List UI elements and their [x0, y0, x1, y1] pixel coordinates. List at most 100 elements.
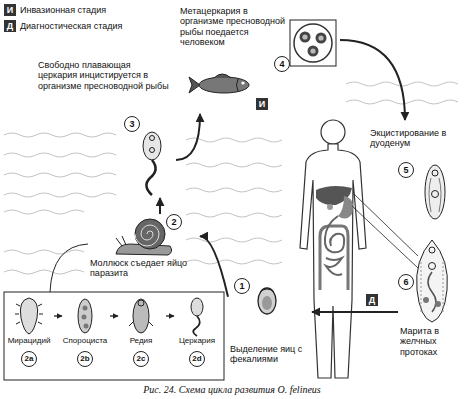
excysted-juvenile-part	[432, 191, 439, 198]
cycle-arrow	[159, 198, 161, 214]
water-waves-part	[4, 133, 116, 137]
stage-name: Церкария	[174, 336, 220, 345]
marita-part	[428, 272, 436, 312]
fish-part	[189, 77, 200, 93]
water-waves-part	[186, 238, 282, 242]
stage-number: 2b	[77, 351, 93, 367]
cercaria-part	[150, 148, 155, 153]
snail-callout-line	[50, 244, 88, 292]
cercaria-part	[143, 132, 161, 160]
cycle-arrow	[340, 40, 405, 120]
cercaria-part	[150, 136, 155, 141]
fish-part	[237, 79, 239, 91]
snail-part	[116, 236, 126, 246]
stage-name: Редия	[118, 336, 164, 345]
egg-part	[258, 288, 276, 314]
stage-description: Свободно плавающая церкария инцистируетс…	[38, 60, 172, 91]
legend-text: Инвазионная стадия	[20, 4, 106, 16]
snail	[116, 219, 172, 255]
snail-stages-inset	[4, 292, 224, 380]
inset-stage: Церкария 2d	[174, 296, 222, 376]
stage-number: 3	[124, 116, 140, 132]
water-waves-part	[4, 250, 84, 254]
water-waves-part	[4, 193, 116, 197]
stage-description: Выделение яиц с фекалиями	[230, 344, 310, 365]
snail-stages-inset-part	[20, 298, 37, 334]
human-figure-part	[325, 216, 344, 275]
cercaria	[143, 132, 161, 195]
marita-leader-lines	[352, 194, 418, 268]
cercaria-part	[146, 160, 155, 195]
stage-description: Метацеркария в организме пресноводной ры…	[180, 6, 288, 47]
marita-part	[435, 301, 441, 307]
metacercaria-frame-part	[318, 35, 323, 40]
inset-stage: Спороциста 2b	[62, 296, 110, 376]
metacercaria-frame-part	[310, 48, 315, 53]
marita-part	[417, 240, 448, 322]
stage-group: 6Марита в желчных протоках	[398, 236, 460, 376]
inset-stage: Мирацидий2a	[6, 296, 54, 376]
snail-stages-inset-part	[83, 306, 88, 311]
snail-stages-inset-part	[15, 304, 43, 324]
water-waves-part	[346, 100, 458, 104]
water-waves-part	[4, 270, 84, 274]
stage-arrow	[54, 315, 62, 316]
metacercaria-frame-part	[316, 33, 327, 44]
stage-marker: Д	[366, 294, 378, 306]
metacercaria-frame-part	[290, 20, 336, 66]
human-figure-part	[300, 144, 366, 378]
excysted-juvenile-part	[432, 170, 438, 176]
figure-caption: Рис. 24. Схема цикла развития O. felineu…	[0, 384, 464, 396]
inset-stage: Редия2c	[118, 296, 166, 376]
legend-letter: Д	[4, 20, 16, 32]
human-figure-part	[321, 120, 345, 144]
egg-part	[262, 296, 272, 310]
human-figure-part	[338, 196, 353, 219]
snail-stages-inset-part	[191, 298, 203, 316]
marita-part	[423, 297, 429, 303]
snail-part	[135, 219, 165, 249]
stage-group: 3 Свободно плавающая церкария инцистирует…	[36, 58, 176, 198]
fish-part	[214, 74, 231, 78]
stage-arrow	[110, 315, 118, 316]
marita	[417, 240, 448, 322]
egg	[258, 288, 276, 314]
metacercaria-frame-part	[300, 32, 311, 43]
water-waves-part	[186, 213, 282, 217]
stage-number: 2d	[189, 351, 205, 367]
stage-number: 2	[166, 214, 182, 230]
water-waves-part	[186, 260, 282, 264]
marita-part	[421, 262, 443, 312]
excysted-juvenile-part	[425, 165, 445, 219]
stage-description: Марита в желчных протоках	[400, 326, 458, 357]
water-waves-part	[186, 163, 282, 167]
snail-callout-line-part	[50, 244, 88, 292]
fish-part	[241, 81, 244, 84]
water-waves	[4, 82, 458, 274]
stage-name: Спороциста	[62, 336, 108, 345]
water-waves-part	[186, 188, 282, 192]
human-figure-part	[327, 204, 333, 210]
legend-text: Диагностическая стадия	[20, 20, 122, 32]
stage-group: 5Экцистирование в дуоденум	[368, 120, 460, 230]
cycle-arrow	[200, 236, 228, 296]
fish	[189, 74, 249, 93]
excysted-juvenile	[425, 165, 445, 219]
metacercaria-frame	[290, 20, 336, 66]
water-waves-part	[4, 153, 116, 157]
snail-part	[135, 225, 159, 246]
stage-group: 1Выделение яиц с фекалиями	[228, 276, 312, 380]
cycle-arrow	[176, 114, 200, 160]
marita-leader-lines-part	[352, 194, 418, 268]
stage-number: 4	[274, 56, 290, 72]
stage-number: 5	[398, 162, 414, 178]
fish-part	[199, 77, 249, 93]
snail-stages-inset-part	[84, 324, 89, 329]
marita-part	[429, 247, 435, 253]
excysted-juvenile-part	[429, 178, 441, 212]
legend-letter: И	[4, 4, 16, 16]
metacercaria-frame-part	[308, 46, 319, 57]
snail-stages-inset-part	[82, 315, 87, 320]
stage-number: 2a	[21, 351, 37, 367]
